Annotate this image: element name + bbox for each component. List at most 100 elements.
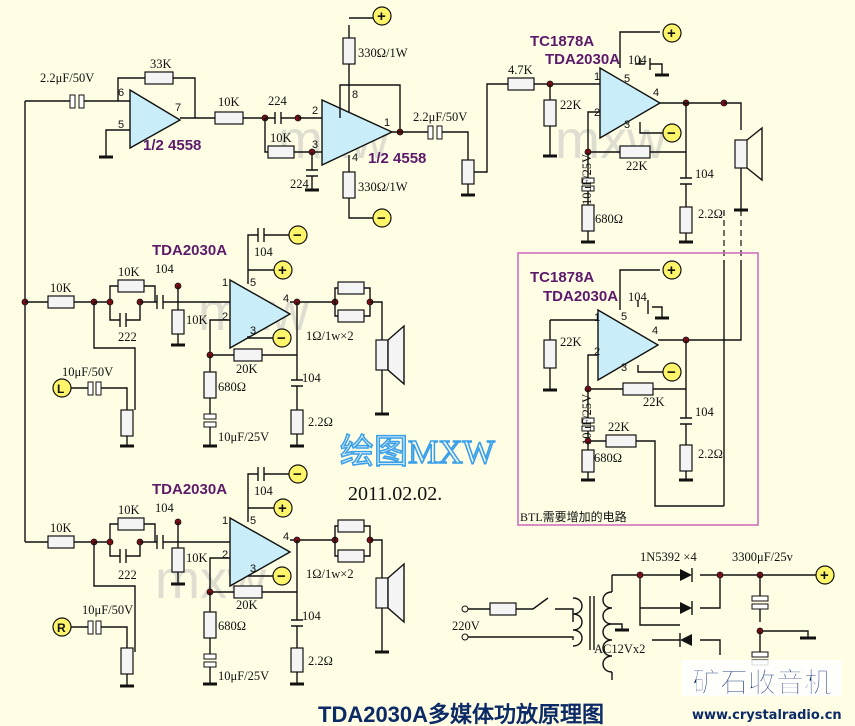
transformer-primary [572,597,583,647]
svg-text:104: 104 [155,262,175,276]
svg-text:220V: 220V [452,619,480,633]
svg-text:4: 4 [653,87,659,99]
svg-text:2: 2 [222,311,228,323]
svg-text:104: 104 [254,484,274,498]
svg-text:22K: 22K [608,420,630,434]
svg-text:1Ω/1w×2: 1Ω/1w×2 [306,567,354,581]
svg-text:104: 104 [695,167,715,181]
svg-text:3: 3 [312,139,318,151]
svg-text:3: 3 [621,362,627,374]
opamp-4558-a [129,88,182,150]
volume-pot-right[interactable] [120,647,134,675]
svg-text:10K: 10K [118,265,140,279]
svg-text:4: 4 [352,152,358,164]
mid-ic-label: TDA2030A [152,242,227,259]
svg-text:5: 5 [621,311,627,323]
svg-text:R: R [57,621,66,635]
svg-text:104: 104 [254,245,274,259]
svg-text:680Ω: 680Ω [218,380,246,394]
svg-text:10μF/25V: 10μF/25V [218,669,269,683]
svg-text:104: 104 [155,501,175,515]
svg-text:7: 7 [175,102,181,114]
svg-text:5: 5 [250,515,256,527]
svg-text:L: L [57,382,64,396]
preamp-stage: 2.2μF/50V 6 5 7 1/2 4558 33K 10K 224 10K… [40,6,508,228]
svg-text:10μF/50V: 10μF/50V [82,603,133,617]
svg-text:10K: 10K [50,521,72,535]
svg-text:2: 2 [222,549,228,561]
svg-text:6: 6 [118,87,124,99]
volume-pot-left[interactable] [120,409,134,437]
svg-text:10μF/50V: 10μF/50V [62,365,113,379]
svg-text:−: − [277,330,286,347]
svg-text:2: 2 [594,346,600,358]
svg-text:330Ω/1W: 330Ω/1W [358,180,408,194]
svg-text:8: 8 [352,89,358,101]
svg-text:5: 5 [118,119,124,131]
supply-plus-1 [372,6,392,26]
svg-text:3300μF/25v: 3300μF/25v [732,550,794,564]
svg-text:10K: 10K [50,281,72,295]
btl-box [517,252,759,526]
svg-text:+: + [377,8,386,25]
speaker-right [375,577,389,609]
btl-section: TC1878A TDA2030A 1 2 3 5 4 + 104 − 22K 2… [517,252,759,526]
svg-text:104: 104 [695,405,715,419]
svg-text:−: − [293,466,302,483]
right-tda2030a [229,516,292,588]
svg-text:680Ω: 680Ω [595,212,623,226]
svg-text:22K: 22K [643,395,665,409]
top-power-amp: TC1878A TDA2030A 4.7K 22K 1 2 3 5 4 + 10… [507,23,763,260]
c-in-label: 2.2μF/50V [40,71,94,85]
opamp-1-label: 1/2 4558 [143,137,201,154]
site-url: www.crystalradio.cn [692,708,842,723]
svg-text:1: 1 [594,312,600,324]
author-mark: 绘图MXW [340,433,496,471]
left-channel: 10K 10K 222 104 TDA2030A 10K 1 2 3 5 4 1… [25,225,405,448]
svg-text:5: 5 [250,277,256,289]
svg-text:20K: 20K [236,598,258,612]
svg-text:104: 104 [302,609,322,623]
svg-text:−: − [277,568,286,585]
svg-text:+: + [278,262,287,279]
svg-text:5: 5 [624,73,630,85]
svg-text:680Ω: 680Ω [218,619,246,633]
diagram-title: TDA2030A多媒体功放原理图 [318,702,604,726]
svg-text:−: − [667,364,676,381]
svg-text:4: 4 [652,325,658,337]
svg-text:2.2μF/50V: 2.2μF/50V [413,110,467,124]
svg-text:+: + [820,567,829,584]
top-tda2030a [599,66,662,140]
svg-text:224: 224 [268,94,288,108]
top-ic-tda2030a: TDA2030A [545,51,620,68]
bottom-ic-label: TDA2030A [152,481,227,498]
svg-text:3: 3 [624,119,630,131]
svg-text:4.7K: 4.7K [508,63,533,77]
svg-text:3: 3 [250,563,256,575]
speaker-left [375,339,389,371]
svg-text:1: 1 [594,71,600,83]
svg-text:−: − [377,210,386,227]
supply-minus-1 [372,208,392,228]
svg-text:1: 1 [222,277,228,289]
btl-ic-tc1878a: TC1878A [530,269,594,286]
top-ic-tc1878a: TC1878A [530,33,594,50]
opamp-2-label: 1/2 4558 [368,150,426,167]
svg-text:224: 224 [290,177,310,191]
svg-text:10K: 10K [118,503,140,517]
speaker-top [734,139,748,169]
svg-text:2: 2 [312,105,318,117]
svg-text:−: − [293,227,302,244]
svg-text:222: 222 [118,568,137,582]
svg-text:22K: 22K [626,159,648,173]
resistor-4k7 [507,77,535,91]
input-bus [21,100,70,542]
svg-text:1N5392 ×4: 1N5392 ×4 [640,550,697,564]
psu-plus-out [815,565,835,585]
volume-pot-top[interactable] [461,159,475,185]
site-name: 矿石收音机 [692,666,832,699]
btl-ic-tda2030a: TDA2030A [543,288,618,305]
svg-text:10K: 10K [186,551,208,565]
svg-text:2.2Ω: 2.2Ω [308,415,333,429]
